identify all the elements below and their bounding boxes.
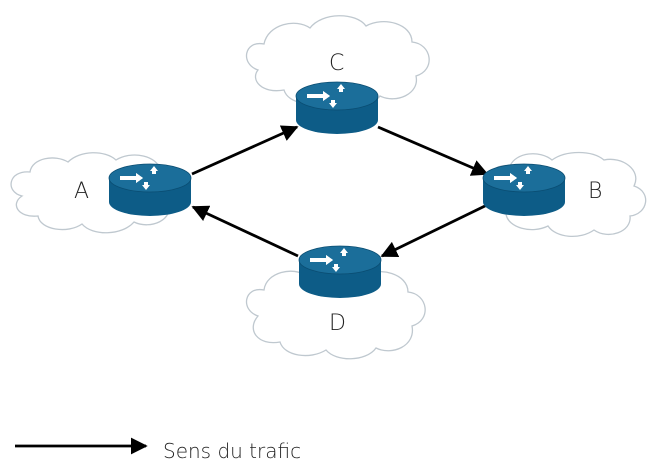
node-label-c: C [329,51,345,76]
node-label-b: B [588,179,603,204]
router-b [482,163,566,217]
link-d-a [191,205,299,258]
legend-label: Sens du trafic [163,439,302,461]
router-d [298,245,382,299]
link-c-b [377,125,489,176]
router-a [108,163,192,217]
link-a-c [191,125,299,176]
link-b-d [380,203,488,258]
node-label-d: D [329,311,346,336]
node-label-a: A [74,179,90,204]
router-c [295,81,379,135]
cloud-d [246,264,426,360]
